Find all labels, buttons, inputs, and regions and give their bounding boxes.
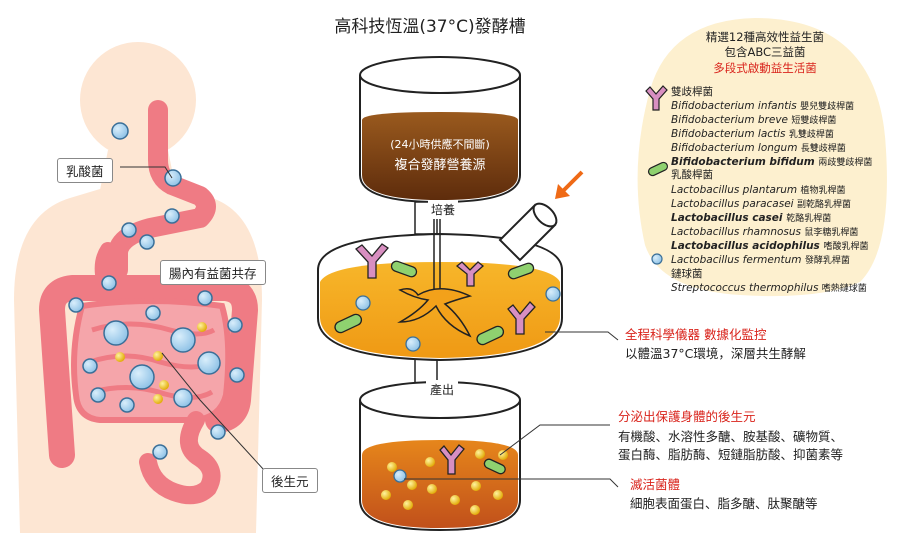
species-zh: 嗜酸乳桿菌 <box>823 242 869 252</box>
species-item: Lactobacillus acidophilus 嗜酸乳桿菌 <box>671 239 868 252</box>
vessel-bacteria <box>334 243 561 352</box>
species-item: Bifidobacterium lactis 乳雙歧桿菌 <box>671 127 834 140</box>
species-latin: Lactobacillus acidophilus <box>671 240 820 252</box>
output-jar <box>359 381 521 532</box>
species-latin: Bifidobacterium infantis <box>671 100 797 112</box>
species-latin: Lactobacillus casei <box>671 212 783 224</box>
species-item: Bifidobacterium infantis 嬰兒雙歧桿菌 <box>671 99 854 112</box>
species-latin: Lactobacillus paracasei <box>671 198 794 210</box>
species-zh: 嬰兒雙歧桿菌 <box>800 102 855 112</box>
species-zh: 嗜熱鏈球菌 <box>821 284 867 294</box>
info-line2: 包含ABC三益菌 <box>724 45 806 59</box>
coexist-label: 腸內有益菌共存 <box>160 260 266 285</box>
nutrient-main-label: 複合發酵營養源 <box>394 158 486 173</box>
species-latin: Lactobacillus fermentum <box>671 254 802 266</box>
species-latin: Bifidobacterium breve <box>671 114 789 126</box>
species-zh: 長雙歧桿菌 <box>800 144 846 154</box>
group-bifido-name: 雙歧桿菌 <box>671 86 713 98</box>
body-leader-lines <box>120 166 265 471</box>
legend-icons <box>645 85 669 265</box>
inlet-arrow-icon <box>555 170 584 199</box>
diagram-title-text: 高科技恆溫(37°C)發酵槽 <box>334 17 526 37</box>
monitor-body: 以體溫37°C環境，深層共生酵解 <box>625 346 806 361</box>
species-item: Bifidobacterium longum 長雙歧桿菌 <box>671 141 846 154</box>
info-panel <box>637 18 887 297</box>
species-zh: 植物乳桿菌 <box>800 186 846 196</box>
species-item: Lactobacillus fermentum 發酵乳桿菌 <box>671 253 850 266</box>
output-particles <box>381 444 508 515</box>
species-latin: Bifidobacterium bifidum <box>671 156 815 168</box>
body-bacteria <box>68 122 245 460</box>
secrete-body1: 有機酸、水溶性多醣、胺基酸、礦物質、 <box>618 429 844 444</box>
species-zh: 乳雙歧桿菌 <box>788 130 834 140</box>
secrete-body2: 蛋白酶、脂肪酶、短鏈脂肪酸、抑菌素等 <box>618 447 844 462</box>
species-zh: 短雙歧桿菌 <box>791 116 837 126</box>
diagram-title: 高科技恆溫(37°C)發酵槽 <box>0 12 900 37</box>
species-item: Streptococcus thermophilus 嗜熱鏈球菌 <box>671 281 867 294</box>
inactivated-heading: 滅活菌體 <box>630 477 681 492</box>
species-item: Lactobacillus rhamnosus 鼠李糖乳桿菌 <box>671 225 858 238</box>
species-zh: 副乾酪乳桿菌 <box>796 200 851 210</box>
output-label: 產出 <box>426 380 459 399</box>
species-zh: 鼠李糖乳桿菌 <box>804 228 859 238</box>
species-item: Lactobacillus casei 乾酪乳桿菌 <box>671 211 831 224</box>
species-item: Bifidobacterium breve 短雙歧桿菌 <box>671 113 836 126</box>
info-line3: 多段式啟動益生活菌 <box>713 61 817 75</box>
inactivated-body: 細胞表面蛋白、脂多醣、肽聚醣等 <box>630 496 818 511</box>
culture-label: 培養 <box>428 200 459 219</box>
monitor-heading: 全程科學儀器 數據化監控 <box>625 327 767 342</box>
species-zh: 乾酪乳桿菌 <box>786 214 832 224</box>
nutrient-jar <box>359 56 521 204</box>
lactic-label: 乳酸菌 <box>57 158 113 183</box>
species-item: Lactobacillus plantarum 植物乳桿菌 <box>671 183 845 196</box>
species-latin: Lactobacillus plantarum <box>671 184 798 196</box>
group-strep-name: 鏈球菌 <box>671 268 703 280</box>
species-latin: Streptococcus thermophilus <box>671 282 819 294</box>
secrete-heading: 分泌出保護身體的後生元 <box>618 409 756 424</box>
inlet-tube <box>498 202 558 262</box>
species-zh: 兩歧雙歧桿菌 <box>818 158 873 168</box>
info-line1: 精選12種高效性益生菌 <box>705 30 825 44</box>
group-lacto-name: 乳酸桿菌 <box>671 169 713 181</box>
species-item: Lactobacillus paracasei 副乾酪乳桿菌 <box>671 197 851 210</box>
species-latin: Bifidobacterium longum <box>671 142 798 154</box>
nutrient-sub-label: (24小時供應不間斷) <box>390 138 490 151</box>
species-item: Bifidobacterium bifidum 兩歧雙歧桿菌 <box>671 155 872 168</box>
right-leader-lines <box>404 331 619 488</box>
postbiotic-label: 後生元 <box>262 468 318 493</box>
species-zh: 發酵乳桿菌 <box>804 256 850 266</box>
species-latin: Lactobacillus rhamnosus <box>671 226 801 238</box>
species-latin: Bifidobacterium lactis <box>671 128 786 140</box>
